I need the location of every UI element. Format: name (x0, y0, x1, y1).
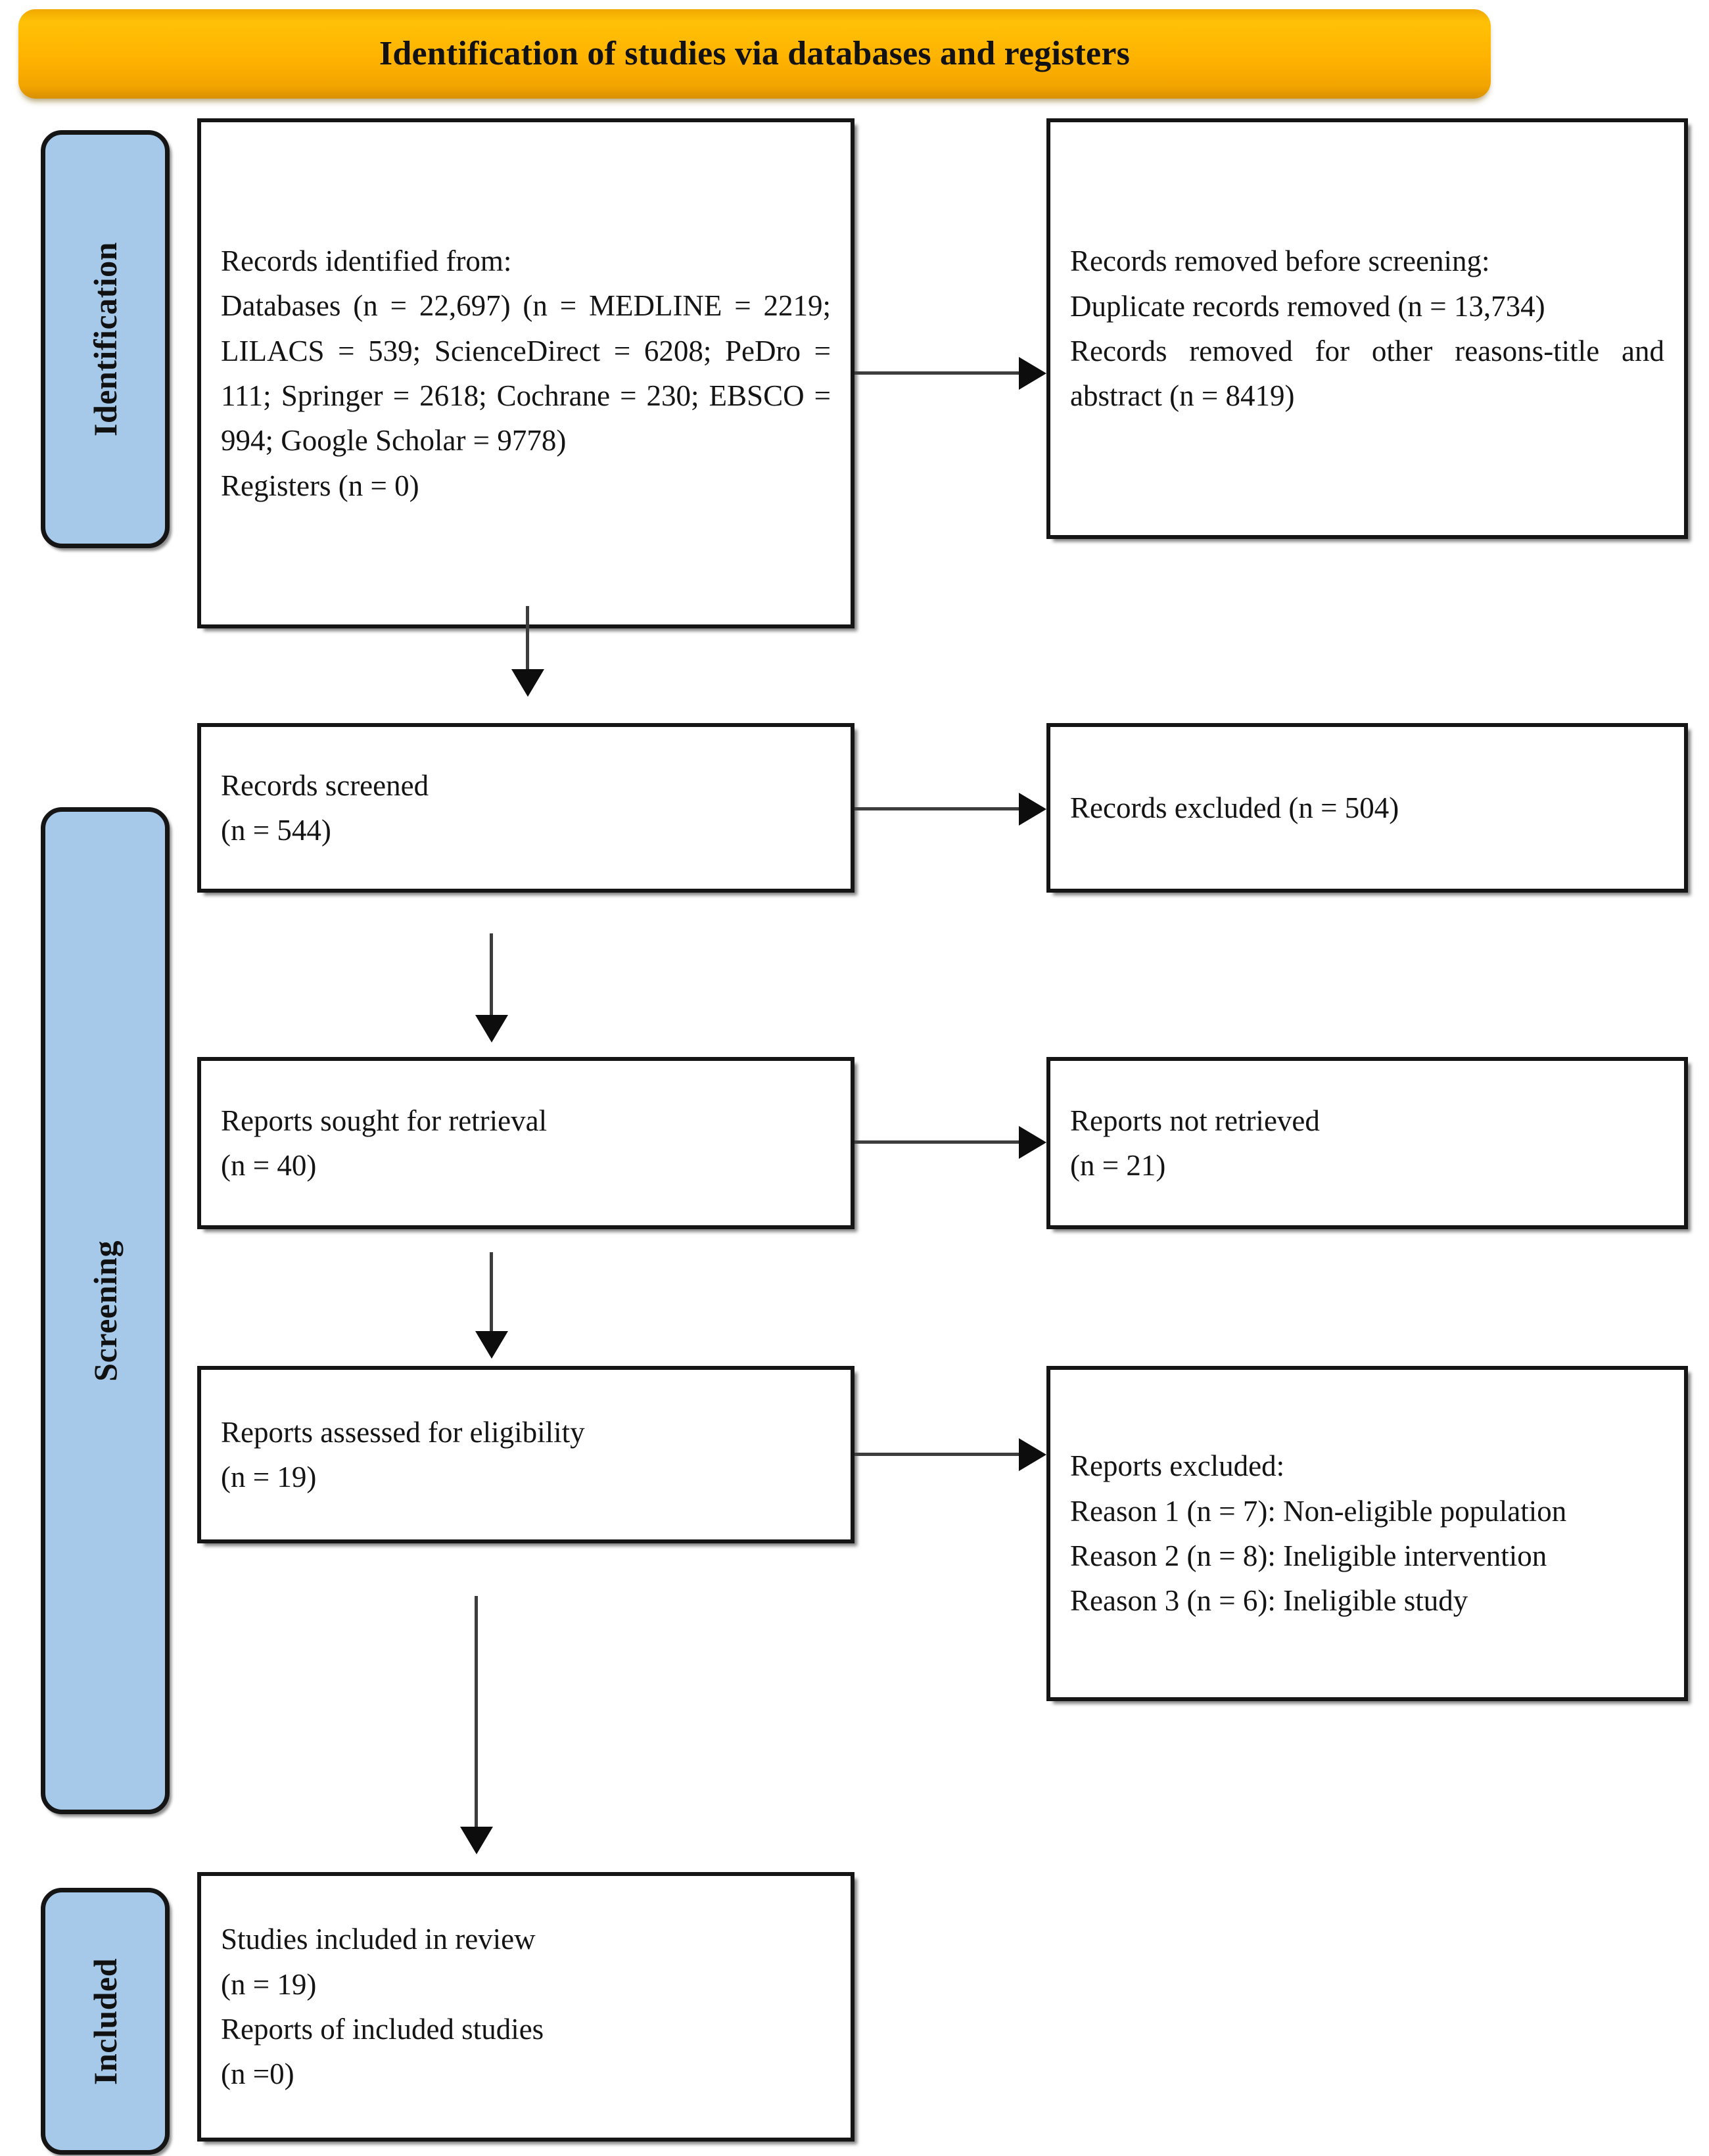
box-reports-sought-for-retrieval: Reports sought for retrieval (n = 40) (197, 1057, 854, 1229)
reports-excluded-line1: Reports excluded: (1070, 1449, 1285, 1483)
diagram-banner: Identification of studies via databases … (18, 9, 1491, 99)
records-screened-line1: Records screened (221, 768, 429, 802)
box-studies-included-in-review: Studies included in review (n = 19) Repo… (197, 1872, 854, 2142)
box-reports-assessed-for-eligibility: Reports assessed for eligibility (n = 19… (197, 1366, 854, 1543)
records-removed-line3: Records removed for other reasons-title … (1070, 335, 1664, 413)
box-reports-not-retrieved: Reports not retrieved (n = 21) (1046, 1057, 1688, 1229)
connector-screened-to-sought (475, 933, 508, 1045)
reports-excluded-line2: Reason 1 (n = 7): Non-eligible populatio… (1070, 1494, 1567, 1528)
stage-label-screening-text: Screening (87, 1240, 124, 1382)
connector-sought-to-not-retrieved (854, 1126, 1046, 1159)
reports-assessed-line2: (n = 19) (221, 1461, 317, 1493)
reports-assessed-line1: Reports assessed for eligibility (221, 1415, 585, 1449)
records-identified-line1: Records identified from: (221, 244, 512, 277)
records-screened-line2: (n = 544) (221, 814, 331, 847)
stage-label-screening: Screening (41, 807, 170, 1814)
reports-excluded-line4: Reason 3 (n = 6): Ineligible study (1070, 1584, 1468, 1618)
records-identified-line3: Registers (n = 0) (221, 469, 419, 502)
reports-excluded-line3: Reason 2 (n = 8): Ineligible interventio… (1070, 1539, 1547, 1572)
connector-assessed-to-included (460, 1596, 493, 1859)
studies-included-line2: (n = 19) (221, 1967, 317, 2001)
connector-assessed-to-reports-excluded (854, 1438, 1046, 1471)
reports-not-retrieved-line2: (n = 21) (1070, 1149, 1166, 1182)
box-reports-excluded: Reports excluded: Reason 1 (n = 7): Non-… (1046, 1366, 1688, 1701)
records-identified-line2: Databases (n = 22,697) (n = MEDLINE = 22… (221, 289, 831, 457)
records-removed-line2: Duplicate records removed (n = 13,734) (1070, 289, 1545, 323)
box-records-identified: Records identified from: Databases (n = … (197, 118, 854, 628)
reports-sought-line1: Reports sought for retrieval (221, 1104, 548, 1137)
studies-included-line4: (n =0) (221, 2057, 294, 2091)
stage-label-included: Included (41, 1888, 170, 2155)
stage-label-identification-text: Identification (87, 242, 124, 436)
connector-identified-to-screened (511, 606, 544, 698)
box-records-excluded: Records excluded (n = 504) (1046, 723, 1688, 893)
reports-sought-line2: (n = 40) (221, 1149, 317, 1182)
reports-not-retrieved-line1: Reports not retrieved (1070, 1104, 1320, 1137)
stage-label-included-text: Included (87, 1957, 124, 2085)
banner-title: Identification of studies via databases … (379, 35, 1131, 73)
records-removed-line1: Records removed before screening: (1070, 245, 1490, 278)
stage-label-identification: Identification (41, 130, 170, 548)
records-excluded-line1: Records excluded (n = 504) (1070, 791, 1399, 824)
box-records-removed-before-screening: Records removed before screening: Duplic… (1046, 118, 1688, 539)
connector-screened-to-excluded (854, 793, 1046, 826)
connector-identified-to-removed (854, 357, 1046, 390)
connector-sought-to-assessed (475, 1252, 508, 1361)
box-records-screened: Records screened (n = 544) (197, 723, 854, 893)
studies-included-line1: Studies included in review (221, 1923, 536, 1956)
studies-included-line3: Reports of included studies (221, 2013, 544, 2046)
